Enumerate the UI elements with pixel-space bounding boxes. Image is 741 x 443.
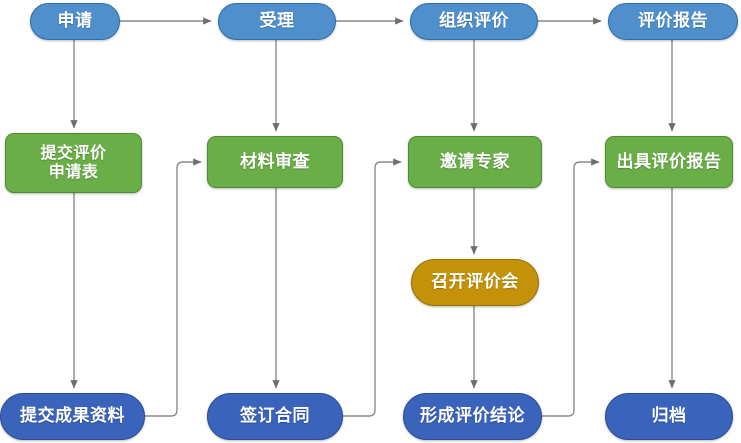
node-sign-contract[interactable]: 签订合同 (207, 393, 343, 440)
edge-conclusion-to-issue (542, 158, 600, 417)
node-form-evaluation-conclusion[interactable]: 形成评价结论 (403, 393, 542, 440)
node-submit-achievement-materials[interactable]: 提交成果资料 (0, 393, 145, 440)
edge-submit-results-to-review (145, 158, 202, 417)
node-accept[interactable]: 受理 (218, 3, 336, 40)
node-issue-evaluation-report[interactable]: 出具评价报告 (605, 136, 733, 188)
node-apply[interactable]: 申请 (30, 3, 120, 40)
node-evaluation-report[interactable]: 评价报告 (608, 3, 738, 40)
node-hold-evaluation-meeting[interactable]: 召开评价会 (411, 259, 539, 306)
edge-contract-to-invite (343, 158, 402, 417)
node-organize-evaluation[interactable]: 组织评价 (410, 3, 538, 40)
node-invite-experts[interactable]: 邀请专家 (408, 136, 542, 188)
node-archive[interactable]: 归档 (605, 393, 733, 440)
node-submit-evaluation-form[interactable]: 提交评价 申请表 (5, 133, 142, 193)
node-material-review[interactable]: 材料审查 (207, 136, 343, 188)
